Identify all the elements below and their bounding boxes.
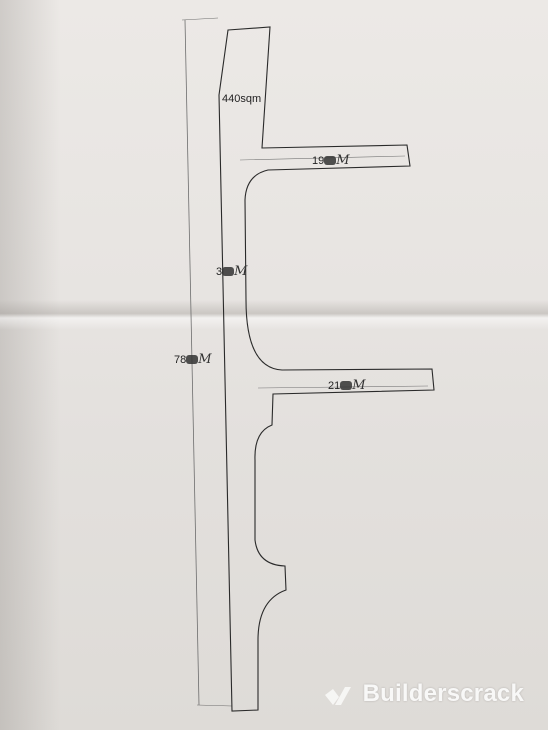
dimension-tick-bottom [196, 704, 233, 707]
builderscrack-logo-icon [324, 687, 351, 705]
scribble-mark [222, 267, 235, 276]
scribble-mark [324, 156, 337, 165]
builderscrack-watermark: Builderscrack [323, 680, 524, 708]
scribble-mark [186, 355, 199, 364]
middle-dimension-prefix: 3 [216, 266, 223, 278]
total-length-dimension: 78 M [174, 352, 212, 367]
bottom-branch-dimension: 21 M [328, 378, 366, 393]
top-branch-dimension-unit: M [336, 153, 350, 168]
section-outline [218, 26, 435, 712]
scribble-mark [340, 381, 353, 390]
page-shadow [0, 0, 60, 730]
middle-dimension-unit: M [234, 264, 248, 279]
dimension-tick-top [181, 17, 219, 21]
top-branch-dimension-line [239, 155, 406, 161]
top-branch-dimension-prefix: 19 [312, 155, 325, 167]
total-length-dimension-unit: M [198, 352, 212, 367]
area-label: 440sqm [222, 93, 262, 105]
bottom-branch-dimension-unit: M [352, 378, 366, 393]
paper-fold [0, 300, 548, 330]
total-length-dimension-prefix: 78 [174, 354, 187, 366]
watermark-brand: Builderscrack [362, 680, 524, 707]
top-branch-dimension: 19 M [312, 153, 350, 168]
bottom-branch-dimension-prefix: 21 [328, 380, 341, 392]
